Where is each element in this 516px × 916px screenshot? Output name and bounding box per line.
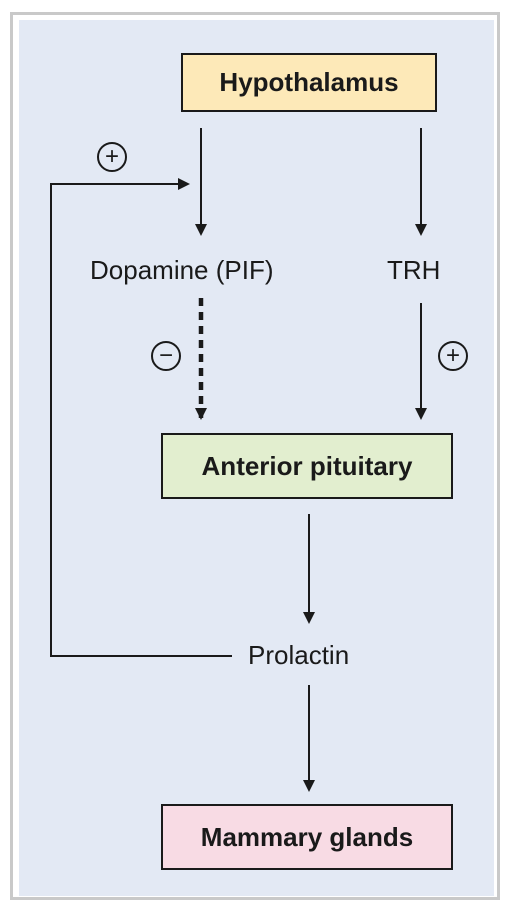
dopamine-label: Dopamine (PIF)	[90, 255, 274, 285]
anterior-pituitary-box: Anterior pituitary	[161, 433, 453, 499]
plus-sign-icon: +	[438, 341, 468, 371]
trh-label: TRH	[387, 255, 441, 285]
minus-sign-icon: −	[151, 341, 181, 371]
mammary-glands-box: Mammary glands	[161, 804, 453, 870]
feedback-loop-arrow	[50, 178, 232, 657]
hypothalamus-box: Hypothalamus	[181, 53, 437, 112]
plus-sign-icon: +	[97, 142, 127, 172]
prolactin-label: Prolactin	[248, 640, 350, 670]
